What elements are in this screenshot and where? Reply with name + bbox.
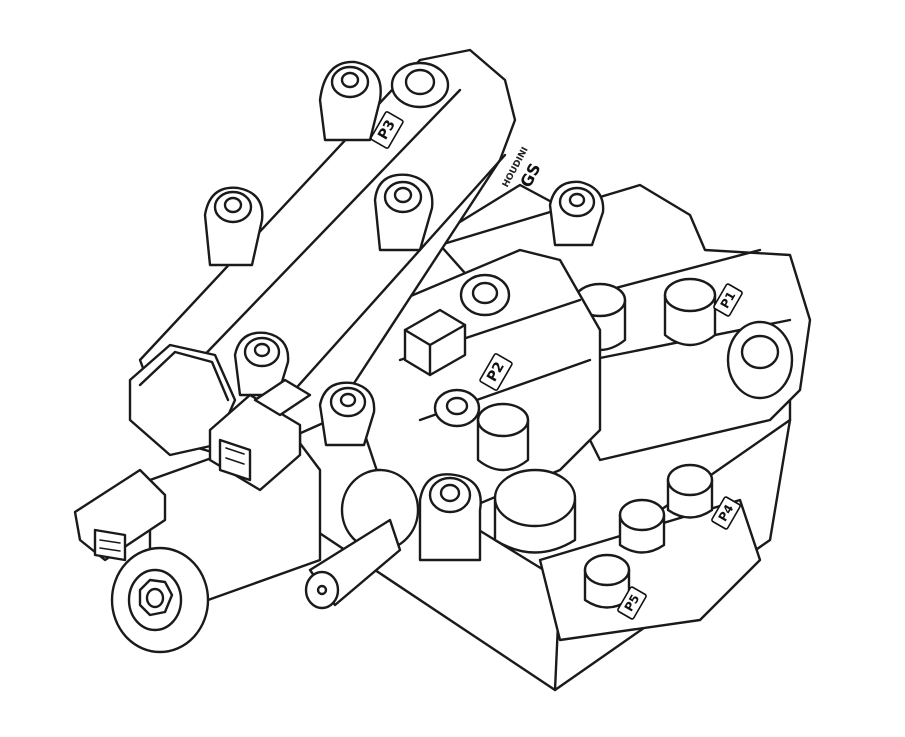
- label-p2: P2: [479, 353, 513, 391]
- lower-right-towers: [538, 463, 762, 642]
- lower-left-bosses: [418, 473, 482, 562]
- main-connector: [208, 378, 312, 492]
- label-p3: P3: [370, 111, 404, 149]
- label-p4: P4: [711, 496, 741, 530]
- plunger-rod: [304, 468, 420, 610]
- middle-connector: [403, 308, 467, 377]
- main-upper-tube: [128, 48, 605, 462]
- label-p1: P1: [713, 283, 743, 317]
- label-p5: P5: [617, 586, 647, 620]
